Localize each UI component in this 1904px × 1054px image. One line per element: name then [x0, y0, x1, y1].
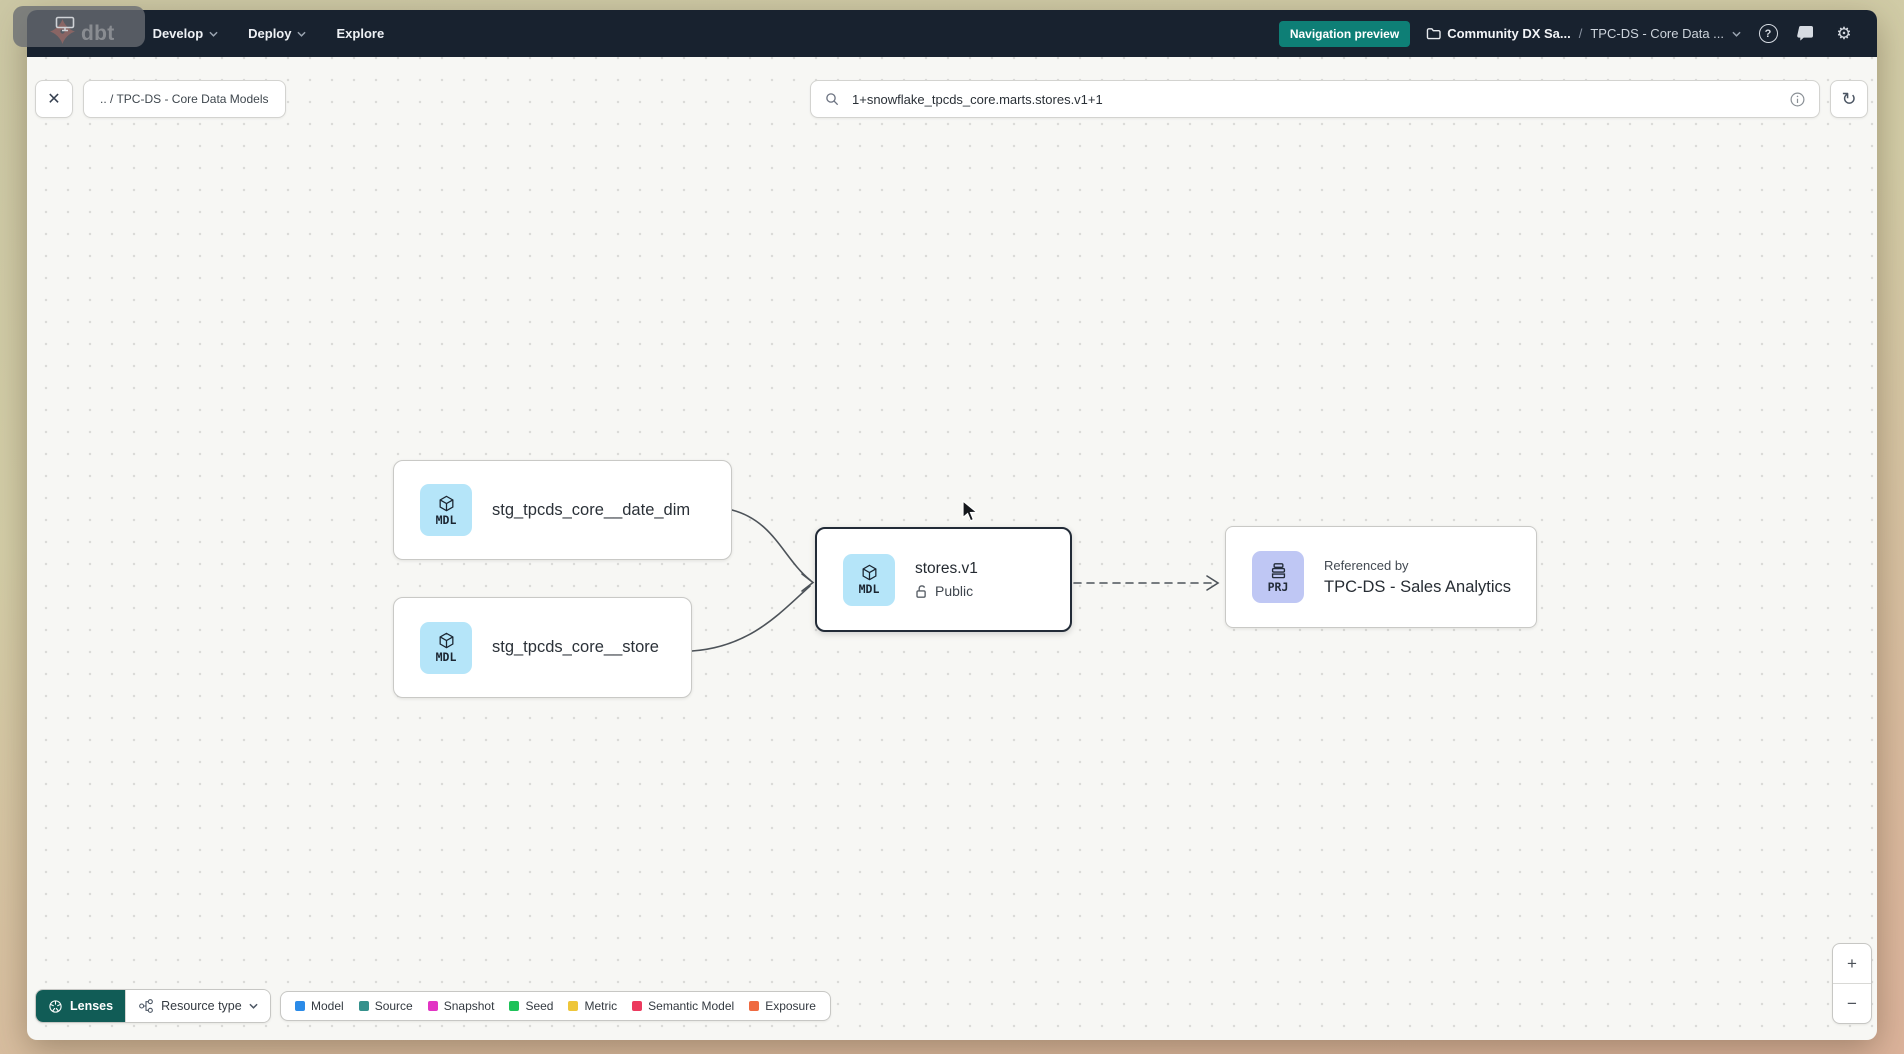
folder-icon	[1426, 28, 1441, 40]
node-title: stg_tpcds_core__store	[492, 638, 659, 656]
cube-icon	[439, 495, 453, 511]
chat-bubble-icon	[1797, 26, 1813, 41]
model-badge: MDL	[420, 484, 472, 536]
gear-icon: ⚙	[1836, 24, 1852, 43]
legend-swatch	[295, 1001, 305, 1011]
nav-menu-explore[interactable]: Explore	[336, 26, 385, 41]
monitor-icon	[55, 16, 75, 37]
node-stores-v1[interactable]: MDL stores.v1 Public	[815, 527, 1072, 632]
header-breadcrumb: Community DX Sa... / TPC-DS - Core Data …	[1426, 26, 1741, 41]
node-title: stores.v1	[915, 560, 978, 577]
legend-item-metric: Metric	[568, 999, 617, 1013]
legend-item-seed: Seed	[509, 999, 553, 1013]
model-badge: MDL	[843, 553, 895, 606]
search-input[interactable]	[850, 90, 1779, 108]
legend-swatch	[632, 1001, 643, 1011]
nav-menu-develop[interactable]: Develop	[153, 26, 219, 41]
divider	[1833, 983, 1871, 984]
legend-item-semantic-model: Semantic Model	[632, 999, 734, 1013]
plus-icon: +	[1847, 953, 1857, 973]
chevron-down-icon	[297, 31, 307, 37]
legend-item-snapshot: Snapshot	[427, 999, 494, 1013]
chevron-down-icon	[209, 31, 218, 37]
resource-type-dropdown[interactable]: Resource type	[125, 990, 270, 1022]
nav-menu-deploy[interactable]: Deploy	[248, 26, 307, 41]
chevron-down-icon	[249, 1003, 258, 1009]
zoom-controls: + −	[1832, 943, 1872, 1024]
refresh-icon: ↻	[1841, 88, 1857, 109]
settings-button[interactable]: ⚙	[1833, 23, 1855, 45]
lenses-button[interactable]: Lenses	[36, 990, 126, 1022]
feedback-button[interactable]	[1795, 23, 1817, 45]
zoom-out-button[interactable]: −	[1833, 984, 1871, 1023]
help-icon: ?	[1758, 24, 1778, 43]
screen-share-indicator[interactable]	[13, 6, 145, 47]
canvas-controls: Lenses Resource type	[35, 989, 271, 1023]
help-button[interactable]: ?	[1757, 23, 1779, 45]
lineage-breadcrumb-chip[interactable]: .. / TPC-DS - Core Data Models	[83, 80, 286, 118]
legend-swatch	[509, 1001, 520, 1011]
archive-stack-icon	[1271, 562, 1285, 578]
legend-swatch	[749, 1001, 760, 1011]
legend-swatch	[427, 1001, 438, 1011]
legend-swatch	[358, 1001, 369, 1011]
info-icon[interactable]	[1789, 91, 1806, 108]
navigation-preview-badge[interactable]: Navigation preview	[1278, 20, 1411, 47]
lens-icon	[49, 999, 62, 1013]
refresh-button[interactable]: ↻	[1830, 80, 1868, 118]
legend-item-exposure: Exposure	[749, 999, 816, 1013]
node-title: stg_tpcds_core__date_dim	[492, 500, 691, 519]
app-window: dbt Develop Deploy Explore Navigation pr…	[27, 10, 1877, 1040]
lineage-search-bar	[810, 80, 1820, 118]
account-breadcrumb[interactable]: Community DX Sa...	[1426, 26, 1571, 41]
minus-icon: −	[1847, 993, 1857, 1013]
cube-icon	[439, 632, 453, 649]
legend-swatch	[568, 1001, 579, 1011]
cube-icon	[862, 564, 876, 581]
close-icon: ✕	[47, 91, 61, 108]
breadcrumb-separator: /	[1578, 26, 1583, 41]
top-nav: dbt Develop Deploy Explore Navigation pr…	[27, 10, 1877, 57]
unlock-icon	[916, 584, 926, 598]
node-stg-tpcds-core-date-dim[interactable]: MDL stg_tpcds_core__date_dim	[393, 460, 732, 560]
close-lineage-button[interactable]: ✕	[35, 80, 73, 118]
access-label: Public	[915, 583, 978, 599]
zoom-in-button[interactable]: +	[1833, 944, 1871, 983]
node-subtitle: Referenced by	[1324, 557, 1409, 573]
legend-item-source: Source	[358, 999, 413, 1013]
resource-graph-icon	[139, 999, 153, 1013]
resource-legend: Model Source Snapshot Seed Metric Semant…	[280, 991, 831, 1021]
project-badge: PRJ	[1252, 551, 1304, 603]
legend-item-model: Model	[295, 999, 344, 1013]
chevron-down-icon[interactable]	[1732, 31, 1741, 37]
node-referenced-project[interactable]: PRJ Referenced by TPC-DS - Sales Analyti…	[1225, 526, 1537, 628]
project-breadcrumb[interactable]: TPC-DS - Core Data ...	[1590, 26, 1724, 41]
node-title: TPC-DS - Sales Analytics	[1324, 577, 1512, 596]
model-badge: MDL	[420, 621, 472, 674]
node-stg-tpcds-core-store[interactable]: MDL stg_tpcds_core__store	[393, 597, 692, 698]
search-icon	[826, 93, 839, 106]
